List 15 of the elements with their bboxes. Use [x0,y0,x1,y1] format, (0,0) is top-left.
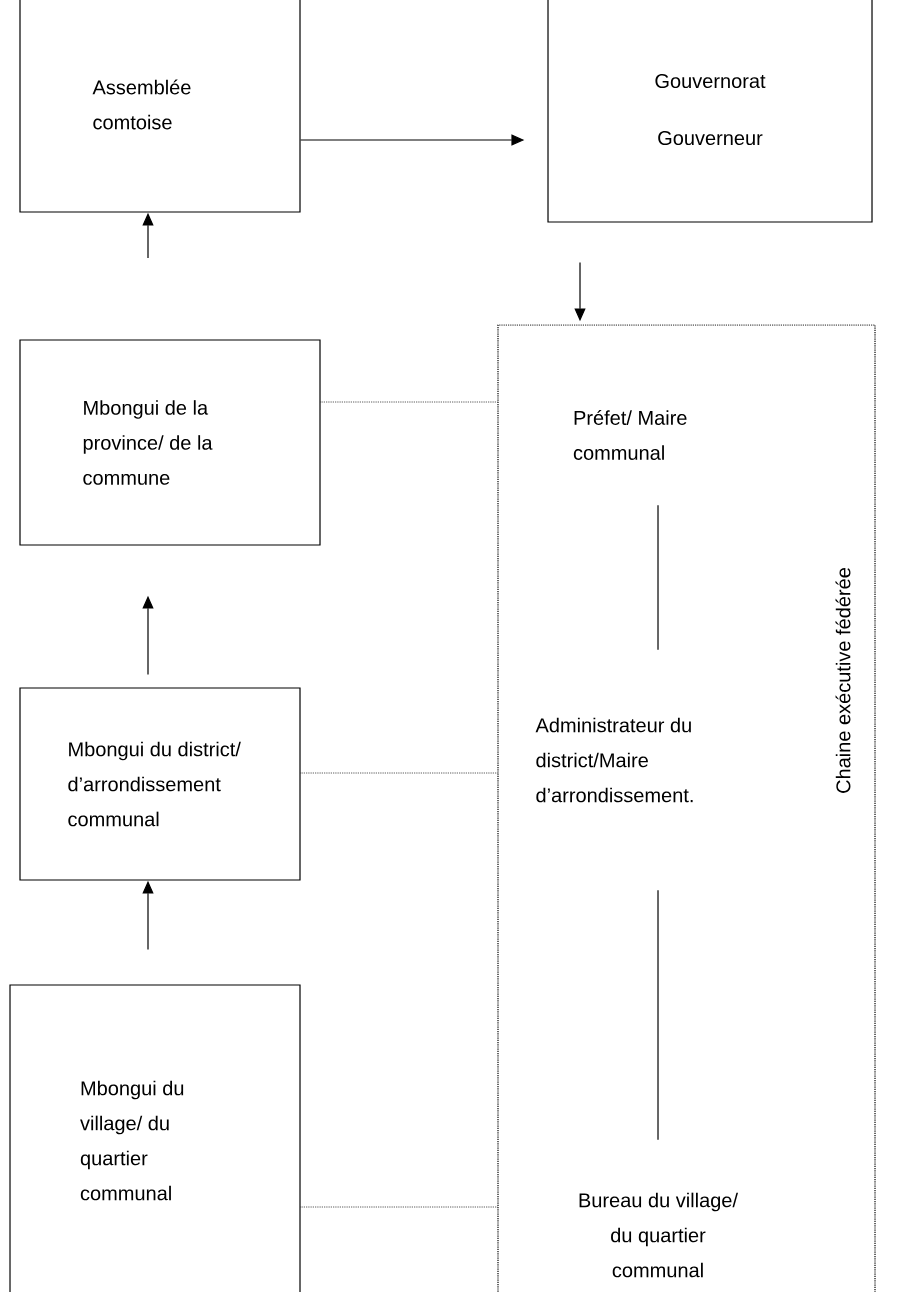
org-box: Gouvernorat Gouverneur [547,0,873,223]
org-box: Assemblée comtoise [19,0,301,213]
connector-line [300,1206,498,1208]
side-label: Chaine exécutive fédérée [835,568,851,793]
org-box: Mbongui du district/ d’arrondissement communal [19,687,301,881]
connector-line [300,772,498,774]
connector-line [657,504,659,651]
org-text: Bureau du village/ du quartier communal [579,1192,738,1278]
connector-line [320,401,498,403]
org-box: Mbongui de la province/ de la commune [19,339,321,546]
org-text: Préfet/ Maire communal [573,410,687,460]
org-box: Mbongui du village/ du quartier communal [9,984,301,1292]
connector-line [657,889,659,1141]
dotted-frame [497,324,876,1292]
org-text: Administrateur du district/Maire d’arrondissement. [535,717,693,803]
